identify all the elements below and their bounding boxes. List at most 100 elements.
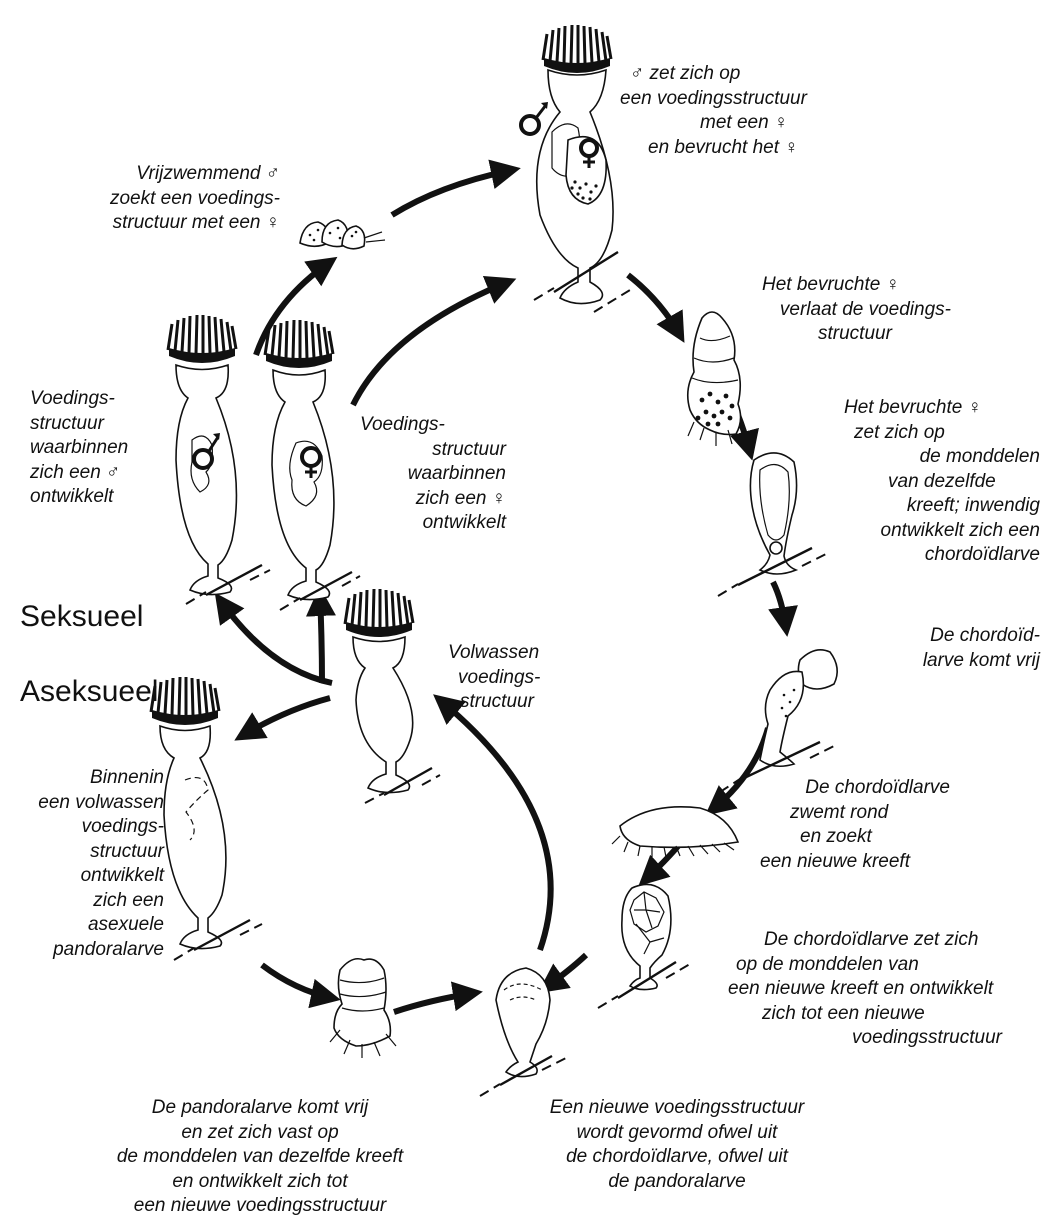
caption-line: en ontwikkelt zich tot — [172, 1170, 348, 1192]
caption-line: zoekt een voedings- — [109, 187, 280, 209]
organism-fertilized-settled — [717, 452, 827, 597]
caption-line: wordt gevormd ofwel uit — [576, 1121, 778, 1143]
caption-line: een nieuwe voedingsstructuur — [133, 1195, 387, 1216]
organism-feeding-male — [166, 313, 271, 605]
caption-feeding-female: Voedings- structuur waarbinnen zich een … — [356, 413, 506, 536]
caption-line: De chordoïd- — [930, 625, 1040, 646]
caption-line: en zet zich vast op — [181, 1121, 339, 1143]
caption-line: asexuele — [87, 914, 164, 935]
caption-line: zich een ♀ — [415, 487, 506, 509]
organism-new-feeding — [479, 967, 567, 1097]
caption-line: voedings- — [81, 816, 164, 837]
caption-line: en bevrucht het ♀ — [648, 136, 799, 158]
caption-line: Voedings- — [30, 388, 115, 409]
arrow-top-to-egg — [626, 272, 685, 343]
arrow-adult-to-male — [214, 592, 333, 686]
caption-line: Voedings- — [360, 414, 445, 435]
caption-adult-feeding: Volwassen voedings- structuur — [448, 641, 568, 715]
caption-line: Volwassen — [448, 642, 540, 663]
arrow-adult-to-female — [305, 586, 336, 684]
caption-line: ontwikkelt zich een — [880, 519, 1040, 541]
organism-pandora-larva — [329, 957, 397, 1058]
caption-line: Het bevruchte ♀ — [762, 274, 900, 295]
caption-line: de monddelen — [919, 446, 1040, 467]
organism-chordoid-settled — [597, 883, 691, 1009]
caption-line: ♂ zet zich op — [630, 63, 741, 84]
organism-chordoid-swimming — [611, 806, 740, 858]
caption-fertilized-settles: Het bevruchte ♀ zet zich op de monddelen… — [820, 396, 1040, 568]
cycle-arrows — [214, 159, 798, 1015]
caption-line: Binnenin — [90, 767, 164, 788]
caption-line: met een ♀ — [700, 112, 789, 133]
organism-adult-feeding — [343, 587, 441, 804]
caption-line: Het bevruchte ♀ — [844, 397, 982, 418]
caption-line: larve komt vrij — [922, 649, 1040, 671]
arrow-male-release — [253, 256, 338, 356]
caption-line: structuur met een ♀ — [112, 212, 280, 233]
caption-line: structuur — [460, 691, 534, 712]
caption-line: waarbinnen — [407, 463, 506, 484]
organism-feeding-female — [263, 318, 361, 611]
caption-free-male: Vrijzwemmend ♂ zoekt een voedings- struc… — [100, 162, 280, 236]
organism-top-fertilization — [519, 23, 631, 313]
arrow-settle-to-new — [537, 952, 589, 994]
caption-line: de pandoralarve — [608, 1170, 746, 1192]
arrow-adult-to-asexual — [234, 695, 331, 741]
caption-line: structuur — [90, 840, 164, 862]
caption-line: de monddelen van dezelfde kreeft — [116, 1146, 404, 1167]
caption-asexual-develop: Binnenin een volwassen voedings- structu… — [20, 766, 164, 962]
caption-line: Een nieuwe voedingsstructuur — [549, 1097, 805, 1118]
caption-new-feeding: Een nieuwe voedingsstructuur wordt gevor… — [512, 1096, 842, 1194]
caption-line: voedings- — [458, 666, 541, 688]
caption-pandora-free: De pandoralarve komt vrij en zet zich va… — [90, 1096, 430, 1219]
arrow-asexual-to-pandora — [260, 962, 341, 1009]
label-aseksueel: Aseksueel — [20, 675, 159, 708]
caption-line: een nieuwe kreeft — [760, 850, 910, 872]
caption-line: ontwikkelt — [422, 512, 506, 533]
label-seksueel: Seksueel — [20, 600, 144, 633]
caption-line: zich een ♂ — [30, 461, 121, 483]
caption-line: een nieuwe kreeft en ontwikkelt — [728, 978, 994, 999]
caption-line: een volwassen — [38, 791, 164, 813]
caption-line: van dezelfde — [888, 470, 996, 492]
caption-line: structuur — [818, 323, 892, 344]
caption-line: waarbinnen — [30, 437, 129, 458]
arrow-new-to-adult — [433, 694, 554, 951]
caption-line: kreeft; inwendig — [906, 495, 1040, 516]
caption-line: zich een — [93, 889, 164, 911]
arrow-free-male-to-top — [390, 159, 521, 218]
caption-line: chordoïdlarve — [924, 544, 1040, 565]
organism-chordoid-release — [719, 649, 838, 793]
caption-line: zet zich op — [854, 421, 945, 443]
organism-asexual-feeding — [149, 675, 263, 961]
arrow-pandora-to-new — [393, 981, 483, 1015]
arrow-female-to-top — [350, 276, 517, 407]
caption-line: verlaat de voedings- — [779, 298, 951, 320]
caption-line: De chordoïdlarve zet zich — [764, 929, 979, 950]
caption-line: zwemt rond — [790, 801, 889, 823]
caption-line: op de monddelen van — [736, 953, 919, 975]
caption-line: De chordoïdlarve — [805, 777, 950, 798]
organism-free-male — [299, 219, 386, 250]
caption-fertilized-leaves: Het bevruchte ♀ verlaat de voedings- str… — [736, 273, 951, 347]
caption-line: structuur — [30, 412, 104, 434]
caption-feeding-male: Voedings- structuur waarbinnen zich een … — [30, 387, 170, 510]
caption-line: structuur — [432, 438, 506, 460]
caption-male-settles: ♂ zet zich op een voedingsstructuur met … — [620, 62, 920, 160]
caption-line: zich tot een nieuwe — [762, 1002, 925, 1024]
caption-chordoid-swims: De chordoïdlarve zwemt rond en zoekt een… — [720, 776, 950, 874]
arrow-settled-to-chordoid — [768, 580, 798, 637]
caption-line: Vrijzwemmend ♂ — [136, 163, 280, 184]
caption-chordoid-free: De chordoïd- larve komt vrij — [850, 624, 1040, 673]
caption-line: pandoralarve — [53, 938, 164, 960]
caption-chordoid-settles: De chordoïdlarve zet zich op de monddele… — [728, 928, 1050, 1051]
caption-line: en zoekt — [800, 826, 872, 847]
caption-line: voedingsstructuur — [852, 1027, 1002, 1048]
organism-fertilized-egg — [686, 311, 742, 446]
caption-line: de chordoïdlarve, ofwel uit — [566, 1146, 788, 1167]
caption-line: een voedingsstructuur — [620, 87, 807, 109]
caption-line: ontwikkelt — [80, 865, 164, 886]
caption-line: ontwikkelt — [30, 486, 114, 507]
